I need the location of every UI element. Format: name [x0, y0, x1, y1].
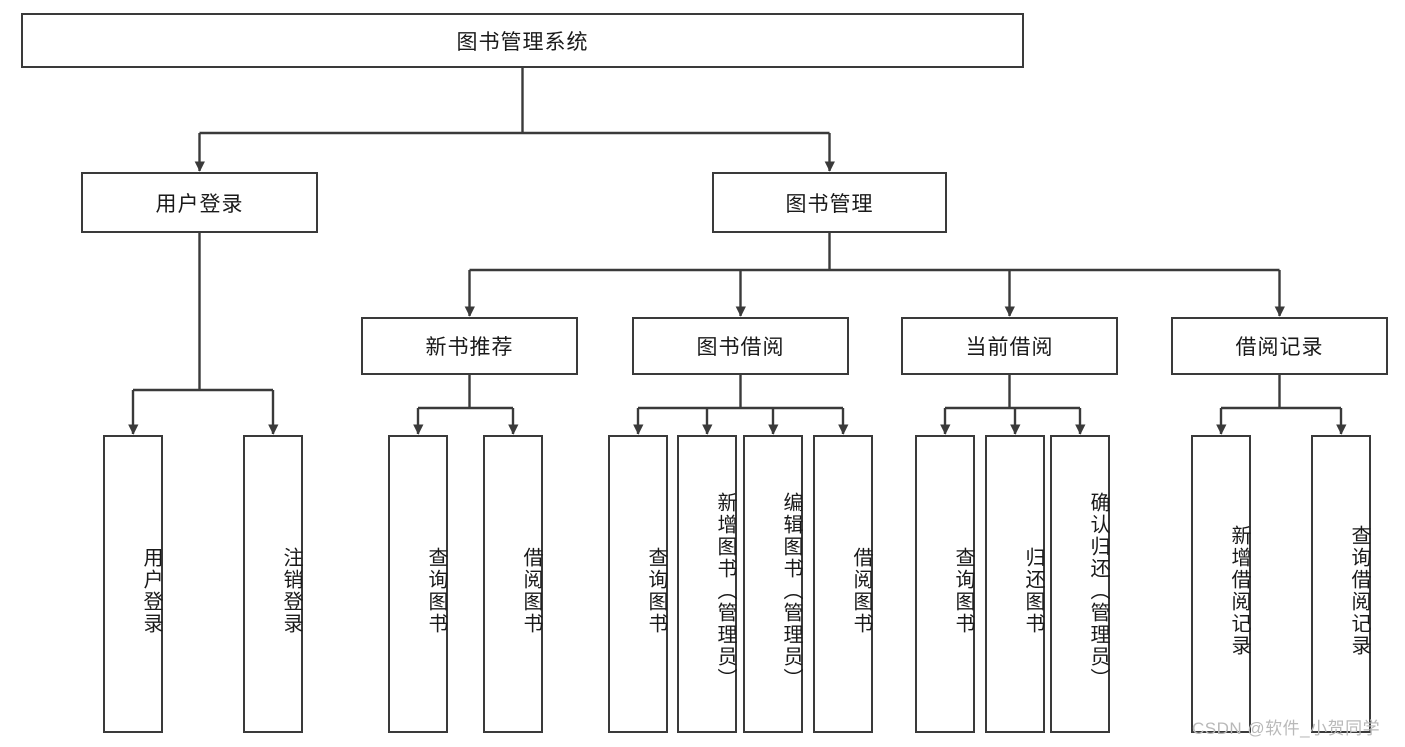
node-label: 查询图书	[645, 547, 667, 635]
node-l10[interactable]: 归还图书	[985, 435, 1045, 733]
node-label: 查询图书	[952, 547, 974, 635]
node-l4[interactable]: 借阅图书	[483, 435, 543, 733]
node-bookmgmt[interactable]: 图书管理	[712, 172, 947, 233]
node-l11[interactable]: 确认归还（管理员）	[1050, 435, 1110, 733]
node-l7[interactable]: 编辑图书（管理员）	[743, 435, 803, 733]
node-l5[interactable]: 查询图书	[608, 435, 668, 733]
node-label: 当前借阅	[965, 336, 1054, 359]
node-label: 用户登录	[140, 547, 162, 635]
node-label: 用户登录	[155, 192, 244, 216]
node-l2[interactable]: 注销登录	[243, 435, 303, 733]
node-newbook[interactable]: 新书推荐	[361, 317, 578, 375]
watermark-label: CSDN @软件_小贺同学	[1192, 719, 1381, 738]
node-l12[interactable]: 新增借阅记录	[1191, 435, 1251, 733]
node-current[interactable]: 当前借阅	[901, 317, 1118, 375]
node-label: 图书管理	[785, 192, 874, 216]
node-label: 借阅图书	[520, 547, 542, 635]
node-l3[interactable]: 查询图书	[388, 435, 448, 733]
node-label: 借阅图书	[850, 547, 872, 635]
node-l8[interactable]: 借阅图书	[813, 435, 873, 733]
node-label: 注销登录	[280, 547, 302, 635]
node-label: 新增借阅记录	[1228, 525, 1250, 657]
node-label: 新增图书（管理员）	[714, 492, 736, 690]
node-label: 图书借阅	[696, 336, 785, 359]
node-l13[interactable]: 查询借阅记录	[1311, 435, 1371, 733]
node-records[interactable]: 借阅记录	[1171, 317, 1388, 375]
node-l9[interactable]: 查询图书	[915, 435, 975, 733]
node-login[interactable]: 用户登录	[81, 172, 318, 233]
node-label: 确认归还（管理员）	[1087, 492, 1109, 690]
node-label: 查询图书	[425, 547, 447, 635]
node-label: 编辑图书（管理员）	[780, 492, 802, 690]
node-root[interactable]: 图书管理系统	[21, 13, 1024, 68]
node-l6[interactable]: 新增图书（管理员）	[677, 435, 737, 733]
node-label: 归还图书	[1022, 547, 1044, 635]
node-label: 新书推荐	[425, 336, 514, 359]
node-label: 借阅记录	[1235, 336, 1324, 359]
node-label: 查询借阅记录	[1348, 525, 1370, 657]
node-l1[interactable]: 用户登录	[103, 435, 163, 733]
node-borrow[interactable]: 图书借阅	[632, 317, 849, 375]
node-label: 图书管理系统	[456, 30, 589, 54]
